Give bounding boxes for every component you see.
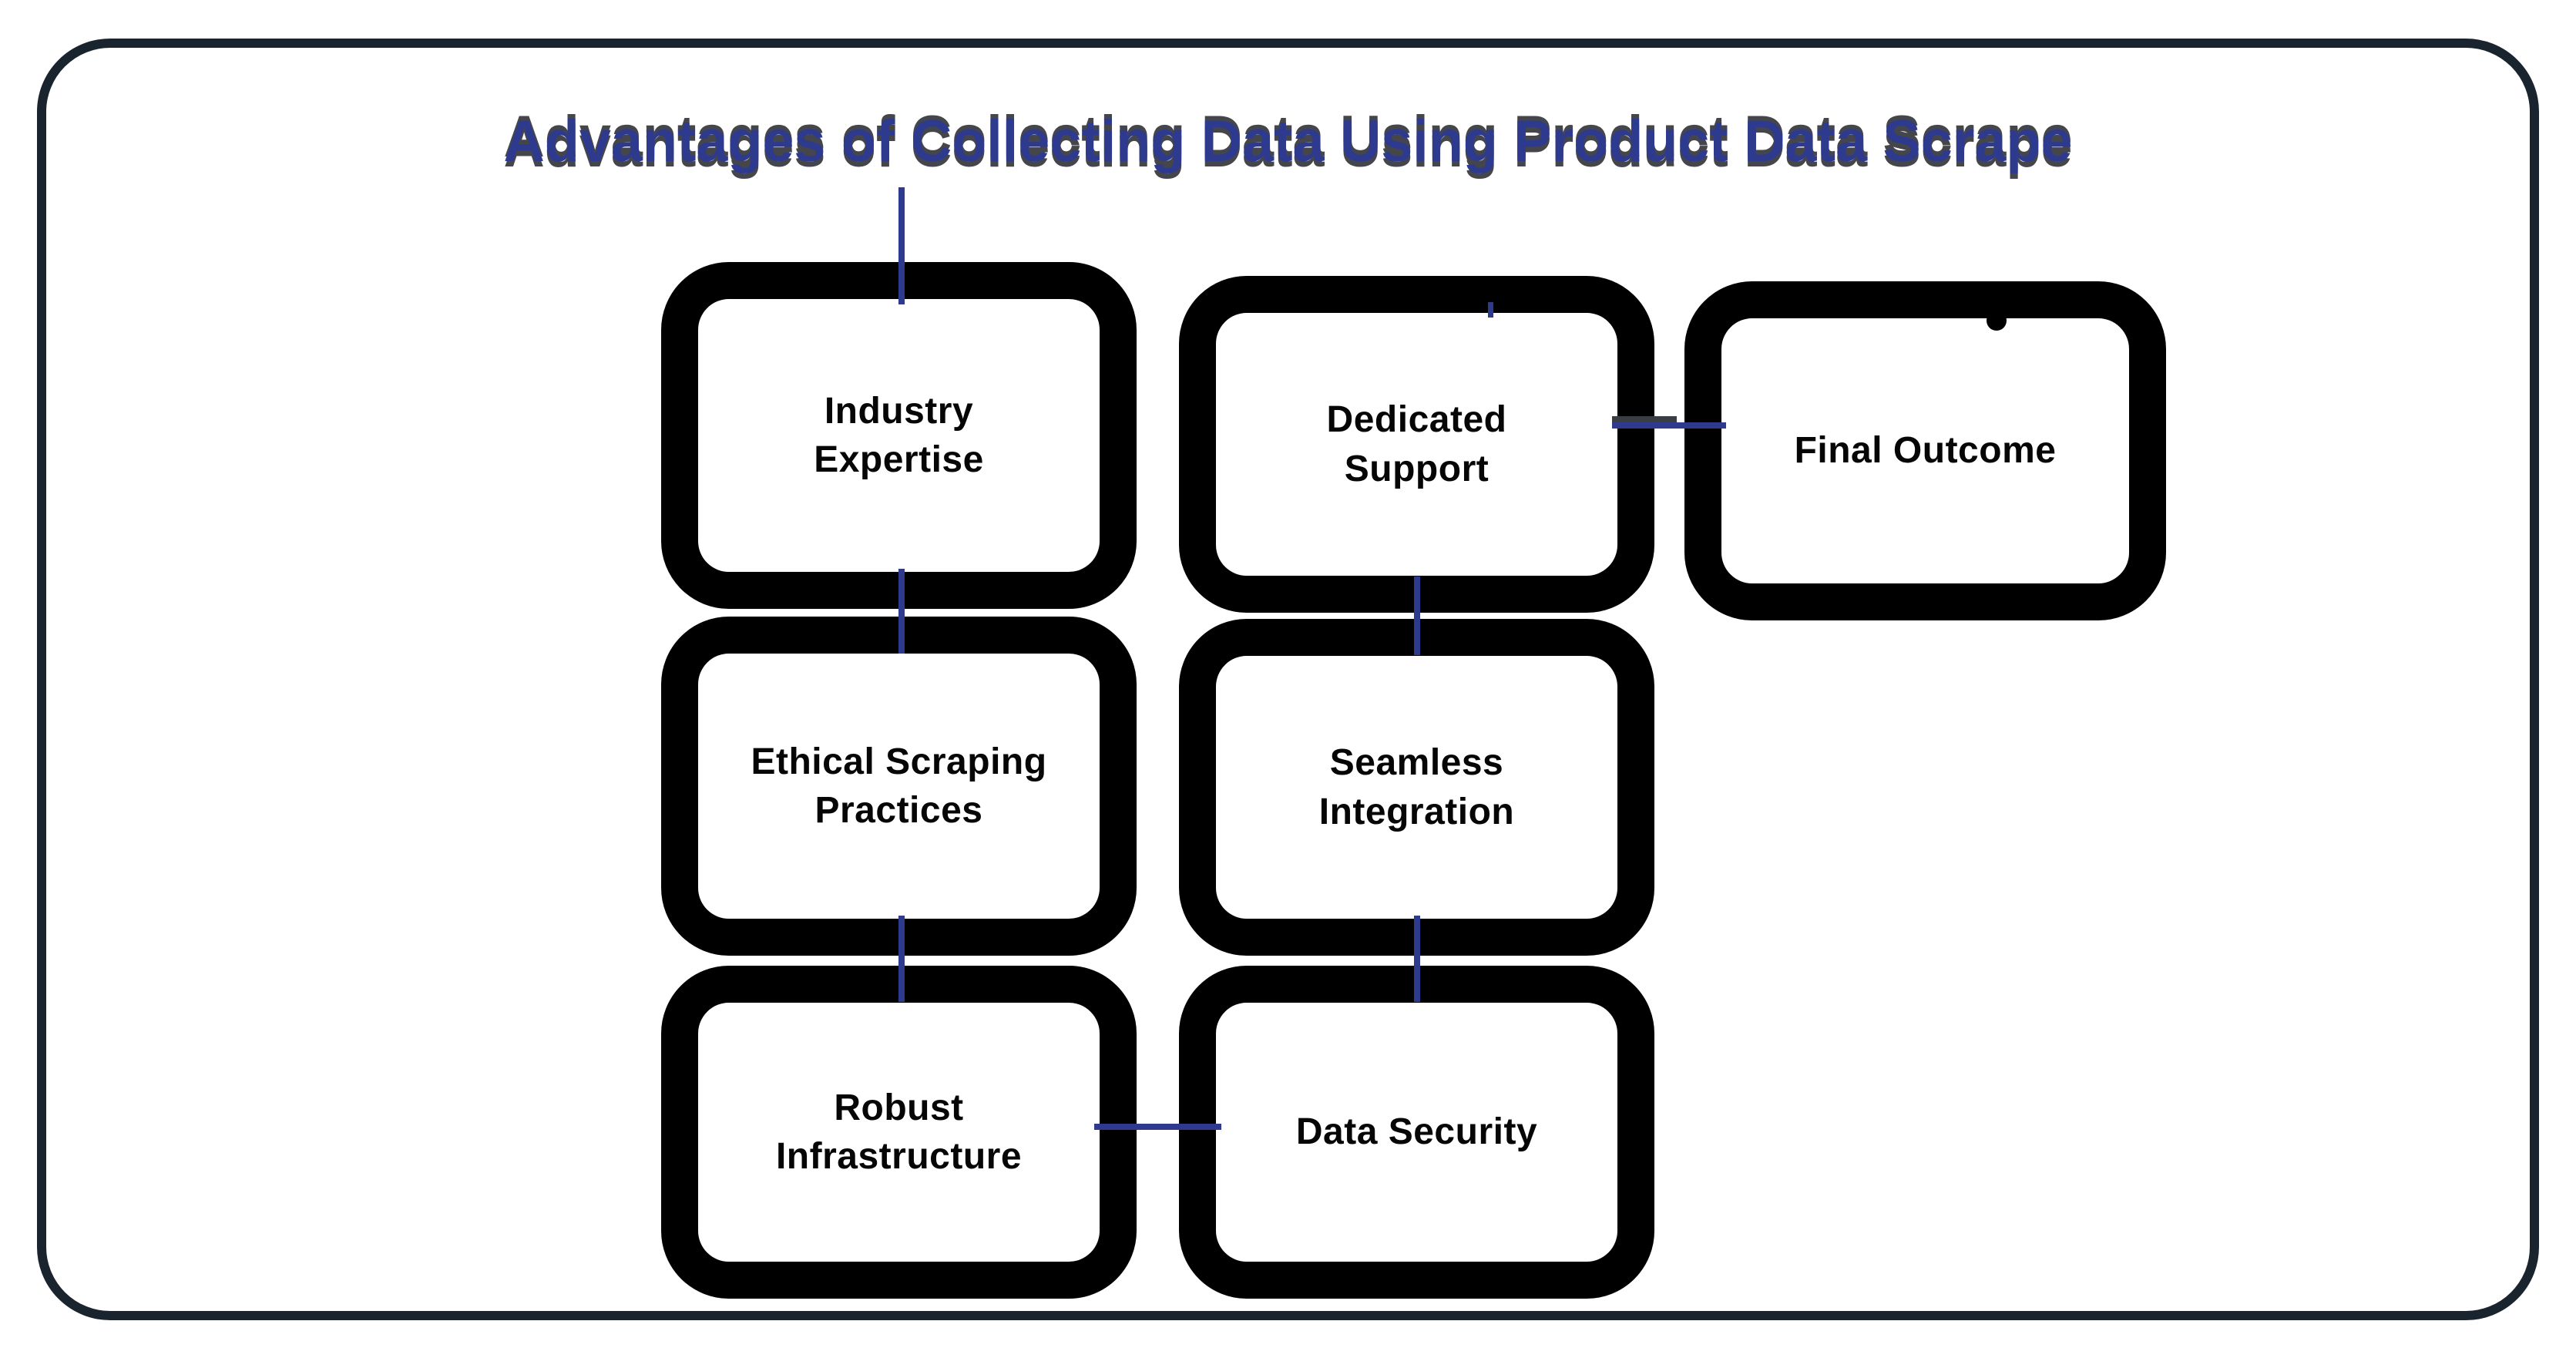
node-ethical-scraping-practices: Ethical Scraping Practices	[661, 617, 1137, 956]
node-label: Final Outcome	[1794, 430, 2057, 472]
node-seamless-integration: Seamless Integration	[1179, 619, 1654, 956]
node-data-security: Data Security	[1179, 966, 1654, 1299]
node-label: Robust Infrastructure	[775, 1087, 1023, 1177]
connector-ethical-to-robust	[898, 916, 905, 1002]
connector-dedicated-to-final-outcome	[1612, 422, 1726, 429]
outer-frame-border	[37, 39, 2539, 1320]
node-final-outcome: Final Outcome	[1684, 281, 2166, 620]
connector-industry-to-ethical	[898, 569, 905, 654]
dot-artifact-final-outcome	[1987, 311, 2007, 331]
node-label: Seamless Integration	[1318, 742, 1515, 832]
diagram-title: Advantages of Collecting Data Using Prod…	[503, 109, 2073, 174]
connector-stub-dedicated-top	[1488, 302, 1493, 318]
node-robust-infrastructure: Robust Infrastructure	[661, 966, 1137, 1299]
node-dedicated-support: Dedicated Support	[1179, 276, 1654, 613]
connector-shadow-artifact	[1612, 416, 1677, 422]
node-label: Data Security	[1295, 1111, 1538, 1153]
node-label: Dedicated Support	[1326, 399, 1507, 489]
connector-title-to-industry-expertise	[898, 187, 905, 304]
node-label: Ethical Scraping Practices	[751, 741, 1047, 831]
connector-seamless-to-dedicated	[1414, 576, 1420, 655]
node-industry-expertise: Industry Expertise	[661, 262, 1137, 609]
connector-robust-to-datasecurity	[1094, 1124, 1221, 1130]
connector-datasecurity-to-seamless	[1414, 916, 1420, 1002]
node-label: Industry Expertise	[814, 390, 984, 480]
